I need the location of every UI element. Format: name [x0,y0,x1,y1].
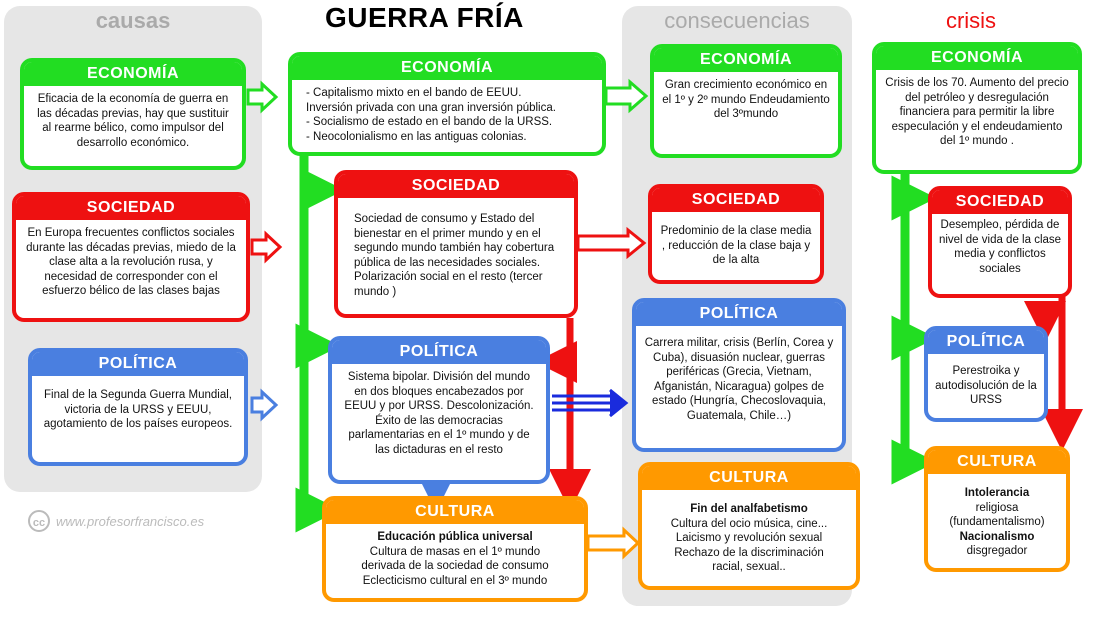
crisis-cultura-line: Intolerancia [964,487,1030,499]
consecuencias-economia-header: ECONOMÍA [654,48,838,72]
causas-economia-header: ECONOMÍA [24,62,242,86]
guerra-politica-box: POLÍTICA Sistema bipolar. División del m… [328,336,550,484]
guerra-politica-header: POLÍTICA [332,340,546,364]
guerra-politica-para: Sistema bipolar. División del mundo en d… [344,371,534,413]
guerra-economia-line: - Capitalismo mixto en el bando de EEUU. [306,87,522,99]
consecuencias-cultura-line: Fin del analfabetismo [690,503,808,515]
crisis-politica-box: POLÍTICA Perestroika y autodisolución de… [924,326,1048,422]
causas-sociedad-box: SOCIEDAD En Europa frecuentes conflictos… [12,192,250,322]
guerra-cultura-line: Cultura de masas en el 1º mundo [369,545,541,558]
consecuencias-economia-text: Gran crecimiento económico en el 1º y 2º… [662,79,830,121]
green-trunk-arrow [295,78,341,533]
consecuencias-cultura-text: Fin del analfabetismo Cultura del ocio m… [642,490,856,579]
consecuencias-cultura-line: Laicismo y revolución sexual [675,532,823,545]
consecuencias-sociedad-text: Predominio de la clase media , reducción… [660,225,812,267]
guerra-cultura-header: CULTURA [326,500,584,524]
causas-column-title: causas [95,8,171,33]
consecuencias-sociedad-box: SOCIEDAD Predominio de la clase media , … [648,184,824,284]
guerra-cultura-text: Educación pública universal Cultura de m… [326,524,584,592]
crisis-cultura-line: (fundamentalismo) [949,516,1045,529]
page-title: GUERRA FRÍA [325,2,524,33]
arrow-causas-politica [250,388,279,422]
consecuencias-cultura-line: Cultura del ocio música, cine... [670,517,828,530]
crisis-cultura-line: Nacionalismo [959,530,1035,543]
arrow-guerra-cultura [586,526,641,560]
causas-politica-box: POLÍTICA Final de la Segunda Guerra Mund… [28,348,248,466]
guerra-sociedad-header: SOCIEDAD [338,174,574,198]
consecuencias-sociedad-header: SOCIEDAD [652,188,820,212]
guerra-sociedad-box: SOCIEDAD Sociedad de consumo y Estado de… [334,170,578,318]
guerra-cultura-line: Eclecticismo cultural en el 3º mundo [362,574,548,587]
guerra-economia-line: - Socialismo de estado en el bando de la… [306,116,553,129]
guerra-cultura-line: Educación pública universal [377,531,533,543]
crisis-cultura-line: religiosa [975,501,1019,514]
guerra-economia-box: ECONOMÍA - Capitalismo mixto en el bando… [288,52,606,156]
causas-politica-header: POLÍTICA [32,352,244,376]
consecuencias-politica-text: Carrera militar, crisis (Berlín, Corea y… [644,337,834,422]
consecuencias-cultura-header: CULTURA [642,466,856,490]
consecuencias-politica-box: POLÍTICA Carrera militar, crisis (Berlín… [632,298,846,452]
arrow-guerra-economia [604,78,649,114]
guerra-economia-line: - Neocolonialismo en las antiguas coloni… [306,130,527,143]
guerra-economia-line: Inversión privada con una gran inversión… [306,101,556,114]
guerra-politica-text: Sistema bipolar. División del mundo en d… [332,364,546,462]
guerra-economia-text: - Capitalismo mixto en el bando de EEUU.… [292,80,602,148]
crisis-column-title: crisis [945,8,997,33]
causas-economia-box: ECONOMÍA Eficacia de la economía de guer… [20,58,246,170]
causas-economia-text: Eficacia de la economía de guerra en las… [37,93,229,149]
consecuencias-politica-header: POLÍTICA [636,302,842,326]
arrow-guerra-sociedad [576,226,647,260]
crisis-sociedad-text: Desempleo, pérdida de nivel de vida de l… [938,219,1062,275]
crisis-cultura-header: CULTURA [928,450,1066,474]
crisis-cultura-text: Intolerancia religiosa (fundamentalismo)… [928,474,1066,563]
consecuencias-cultura-line: Rechazo de la discriminación [674,546,824,559]
crisis-sociedad-header: SOCIEDAD [932,190,1068,214]
arrow-guerra-politica [552,388,629,418]
crisis-politica-text: Perestroika y autodisolución de la URSS [935,365,1037,407]
arrow-causas-economia [246,80,279,114]
site-credit: www.profesorfrancisco.es [56,514,205,529]
crisis-sociedad-box: SOCIEDAD Desempleo, pérdida de nivel de … [928,186,1072,298]
crisis-economia-text: Crisis de los 70. Aumento del precio del… [885,77,1069,148]
guerra-cultura-box: CULTURA Educación pública universal Cult… [322,496,588,602]
guerra-economia-header: ECONOMÍA [292,56,602,80]
crisis-cultura-line: disgregador [966,545,1028,558]
crisis-economia-box: ECONOMÍA Crisis de los 70. Aumento del p… [872,42,1082,174]
guerra-politica-para: Éxito de las democracias parlamentarias … [348,414,530,456]
guerra-sociedad-text: Sociedad de consumo y Estado del bienest… [354,213,555,298]
creative-commons-icon: cc [28,510,50,532]
causas-politica-text: Final de la Segunda Guerra Mundial, vict… [43,389,233,431]
causas-sociedad-text: En Europa frecuentes conflictos sociales… [26,227,236,298]
crisis-cultura-box: CULTURA Intolerancia religiosa (fundamen… [924,446,1070,572]
crisis-economia-header: ECONOMÍA [876,46,1078,70]
guerra-cultura-line: derivada de la sociedad de consumo [361,560,549,573]
consecuencias-cultura-line: racial, sexual.. [712,561,786,574]
causas-sociedad-header: SOCIEDAD [16,196,246,220]
arrow-causas-sociedad [250,230,283,264]
consecuencias-column-title: consecuencias [664,8,810,33]
consecuencias-cultura-box: CULTURA Fin del analfabetismo Cultura de… [638,462,860,590]
crisis-green-trunk [891,174,937,485]
consecuencias-economia-box: ECONOMÍA Gran crecimiento económico en e… [650,44,842,158]
crisis-politica-header: POLÍTICA [928,330,1044,354]
